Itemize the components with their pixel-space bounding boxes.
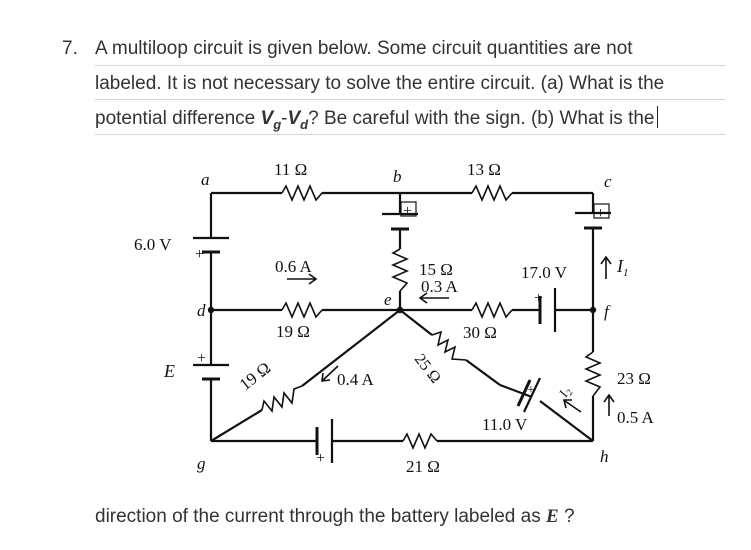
plus-e: + (197, 350, 206, 367)
label-node-e: e (384, 290, 392, 309)
plus-6v: + (195, 246, 204, 263)
question-number: 7. (62, 38, 78, 59)
text-caret (656, 106, 658, 128)
label-node-c: c (604, 172, 612, 191)
vg-symbol: Vg (260, 108, 282, 132)
label-current-i1: I1 (616, 256, 629, 279)
tail-pre: direction of the current through the bat… (95, 506, 546, 527)
question-line-1: A multiloop circuit is given below. Some… (95, 38, 633, 59)
current-arrows (287, 255, 615, 416)
label-current-0-5a: 0.5 A (617, 408, 655, 427)
divider-line-1 (95, 65, 725, 66)
resistor-15 (390, 248, 410, 292)
plus-box-b (400, 201, 417, 217)
label-current-0-3a: 0.3 A (421, 277, 459, 296)
vd-letter: V (287, 108, 301, 129)
resistor-25 (431, 330, 467, 361)
divider-line-2 (95, 99, 725, 100)
resistor-19-horizontal (281, 300, 323, 320)
vd-symbol: Vd (287, 108, 309, 132)
node-dots (207, 306, 597, 314)
plus-bottom: + (316, 450, 325, 467)
resistor-11 (281, 183, 323, 203)
resistor-21 (402, 431, 438, 451)
vd-sub: d (300, 116, 309, 132)
label-r19-horizontal: 19 Ω (276, 322, 310, 341)
arrow-0-6a (287, 273, 318, 285)
node-d-dot (207, 306, 215, 314)
tail-post: ? (558, 506, 575, 527)
label-battery-e: E (163, 361, 175, 381)
question-tail: direction of the current through the bat… (95, 505, 575, 529)
resistors (261, 183, 603, 451)
arrow-0-4a (321, 365, 339, 382)
arrow-i1 (600, 255, 612, 279)
node-e-dot (396, 306, 404, 314)
plus-box-c (593, 203, 610, 219)
label-r25: 25 Ω (411, 351, 444, 387)
plus-17v: + (534, 290, 543, 307)
label-r19-diagonal: 19 Ω (236, 358, 274, 394)
label-r11: 11 Ω (274, 160, 307, 179)
vg-letter: V (260, 108, 274, 129)
resistor-19-diagonal (261, 385, 303, 413)
resistor-30 (471, 300, 513, 320)
vg-sub: g (273, 116, 282, 132)
label-r21: 21 Ω (406, 457, 440, 476)
arrow-i2 (562, 399, 582, 413)
question-line-2: labeled. It is not necessary to solve th… (95, 73, 665, 94)
divider-line-3 (95, 134, 725, 135)
node-f-dot (589, 306, 597, 314)
tail-e-symbol: E (546, 506, 559, 527)
i1-sub: 1 (623, 267, 629, 279)
q3-post: ? Be careful with the sign. (b) What is … (308, 108, 655, 129)
label-r30: 30 Ω (463, 323, 497, 342)
label-battery-11v: 11.0 V (482, 415, 528, 434)
battery-11v-long-plate (523, 377, 541, 413)
plus-c: + (596, 205, 605, 222)
label-current-0-6a: 0.6 A (275, 257, 313, 276)
label-current-0-4a: 0.4 A (337, 370, 375, 389)
label-node-g: g (197, 454, 206, 473)
label-node-h: h (600, 447, 609, 466)
label-node-d: d (197, 301, 206, 320)
label-r23: 23 Ω (617, 369, 651, 388)
label-node-f: f (604, 302, 611, 321)
resistor-13 (471, 183, 513, 203)
label-r15: 15 Ω (419, 260, 453, 279)
label-current-i2: I2 (555, 384, 575, 401)
q3-dash: - (281, 108, 288, 129)
question-line-3: potential difference Vg-Vd? Be careful w… (95, 106, 658, 137)
label-battery-6v: 6.0 V (134, 235, 172, 254)
i2-sub: 2 (564, 387, 575, 396)
resistor-23 (583, 351, 603, 397)
plus-11v: + (527, 383, 535, 398)
plus-b: + (403, 203, 412, 220)
arrow-0-3a (418, 292, 449, 304)
arrow-0-5a (603, 393, 615, 416)
label-r13: 13 Ω (467, 160, 501, 179)
polarity-marks: + + + + + + + (195, 203, 605, 467)
batteries (193, 211, 611, 463)
label-node-b: b (393, 167, 402, 186)
label-node-a: a (201, 170, 210, 189)
q3-pre: potential difference (95, 108, 261, 129)
label-battery-17v: 17.0 V (521, 263, 568, 282)
i1-letter: I (616, 256, 624, 276)
battery-11v-short-plate (516, 379, 532, 407)
